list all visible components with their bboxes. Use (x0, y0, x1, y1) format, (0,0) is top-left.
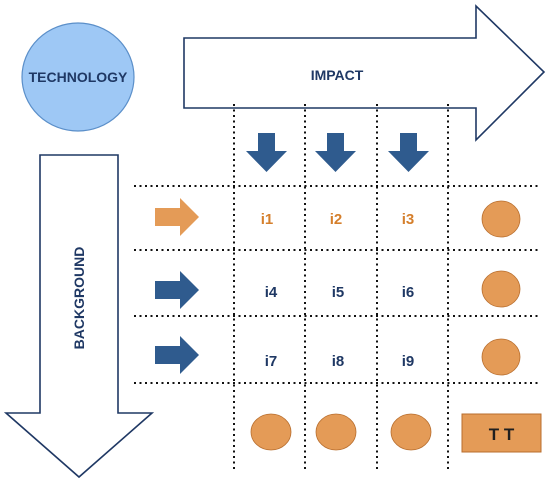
cell-i7: i7 (265, 353, 278, 370)
cell-i9: i9 (402, 353, 415, 370)
row-arrow-1 (155, 198, 199, 236)
impact-label: IMPACT (311, 67, 364, 83)
total-label: T T (489, 425, 515, 444)
background-arrow-shape (3, 154, 155, 479)
technology-circle (21, 22, 135, 132)
impact-arrow-shape (183, 4, 546, 142)
background-label: BACKGROUND (71, 247, 87, 350)
column-arrows (246, 133, 429, 172)
cell-i4: i4 (265, 284, 278, 301)
row-total-circle-2 (481, 270, 521, 308)
background-arrow: BACKGROUND (3, 154, 155, 479)
column-total-circle-3 (390, 413, 432, 451)
column-arrow-3 (388, 133, 429, 172)
row-arrows (155, 198, 199, 374)
row-arrow-3 (155, 336, 199, 374)
impact-arrow: IMPACT (183, 4, 546, 142)
cell-i3: i3 (402, 211, 415, 228)
total-box-rect (461, 413, 542, 453)
row-total-circle-1 (481, 200, 521, 238)
cell-i2: i2 (330, 211, 343, 228)
row-arrow-2 (155, 271, 199, 309)
column-arrow-2 (315, 133, 356, 172)
technology-label: TECHNOLOGY (29, 69, 128, 85)
column-total-circle-2 (315, 413, 357, 451)
row-total-circle-3 (481, 338, 521, 376)
cell-labels: i1 i2 i3 i4 i5 i6 i7 i8 i9 (261, 211, 415, 370)
row-total-circles (481, 200, 521, 376)
cell-i8: i8 (332, 353, 345, 370)
cell-i1: i1 (261, 211, 274, 228)
column-total-circles (250, 413, 432, 451)
column-arrow-1 (246, 133, 287, 172)
grid (134, 104, 540, 472)
total-box: T T (461, 413, 542, 453)
technology-node: TECHNOLOGY (21, 22, 135, 132)
column-total-circle-1 (250, 413, 292, 451)
cell-i5: i5 (332, 284, 345, 301)
cell-i6: i6 (402, 284, 415, 301)
